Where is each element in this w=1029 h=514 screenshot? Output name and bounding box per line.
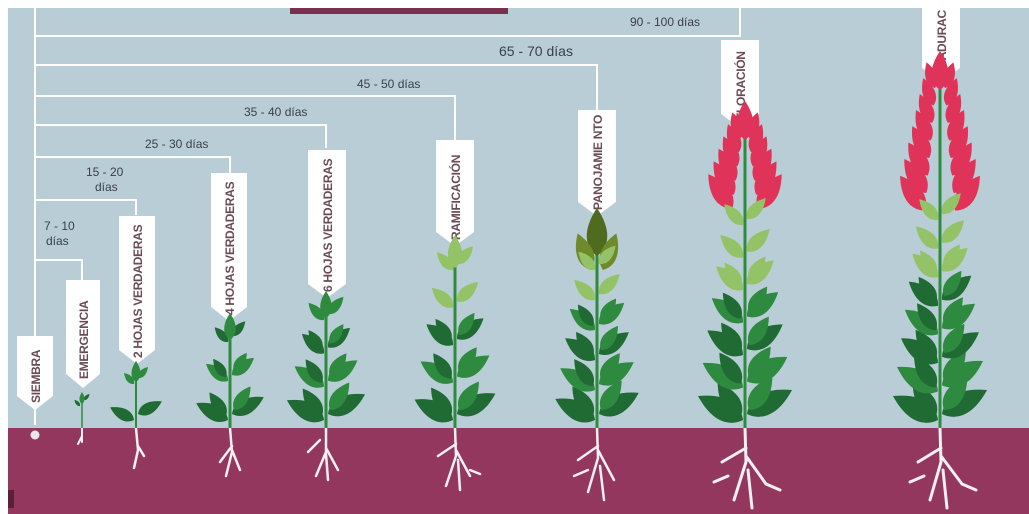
tag-panojamiento-label: PANOJAMIE NTO xyxy=(591,115,605,210)
sky-background xyxy=(8,8,1029,428)
tag-seis-hojas-label: 6 HOJAS VERDADERAS xyxy=(321,158,335,292)
tag-siembra: SIEMBRA xyxy=(17,336,53,410)
days-cuatro-hojas: 25 - 30 días xyxy=(145,137,208,151)
days-panojamiento: 65 - 70 días xyxy=(499,43,573,59)
days-dos-hojas-line1: 15 - 20 xyxy=(86,165,124,179)
tag-emergencia: EMERGENCIA xyxy=(66,280,100,388)
tag-cuatro-hojas-label: 4 HOJAS VERDADERAS xyxy=(223,181,237,315)
tag-ramificacion: RAMIFICACIÓN xyxy=(436,140,474,246)
seed-dot xyxy=(31,431,40,440)
tag-siembra-label: SIEMBRA xyxy=(29,349,43,403)
days-emergencia-line1: 7 - 10 xyxy=(44,219,75,233)
tag-emergencia-label: EMERGENCIA xyxy=(77,300,91,379)
days-emergencia-line2: días xyxy=(46,234,69,248)
days-seis-hojas: 35 - 40 días xyxy=(244,105,307,119)
tag-ramificacion-label: RAMIFICACIÓN xyxy=(448,155,463,240)
tag-seis-hojas: 6 HOJAS VERDADERAS xyxy=(308,150,346,298)
tag-dos-hojas-label: 2 HOJAS VERDADERAS xyxy=(131,224,145,358)
tag-cuatro-hojas: 4 HOJAS VERDADERAS xyxy=(211,173,247,321)
soil-marker xyxy=(8,490,14,508)
tag-panojamiento: PANOJAMIE NTO xyxy=(578,110,616,216)
tag-dos-hojas: 2 HOJAS VERDADERAS xyxy=(119,216,155,364)
days-ramificacion: 45 - 50 días xyxy=(357,77,420,91)
soil-band xyxy=(8,428,1029,514)
days-floracion: 90 - 100 días xyxy=(630,15,700,29)
days-dos-hojas-line2: días xyxy=(95,180,118,194)
title-bar-remnant xyxy=(290,8,508,14)
